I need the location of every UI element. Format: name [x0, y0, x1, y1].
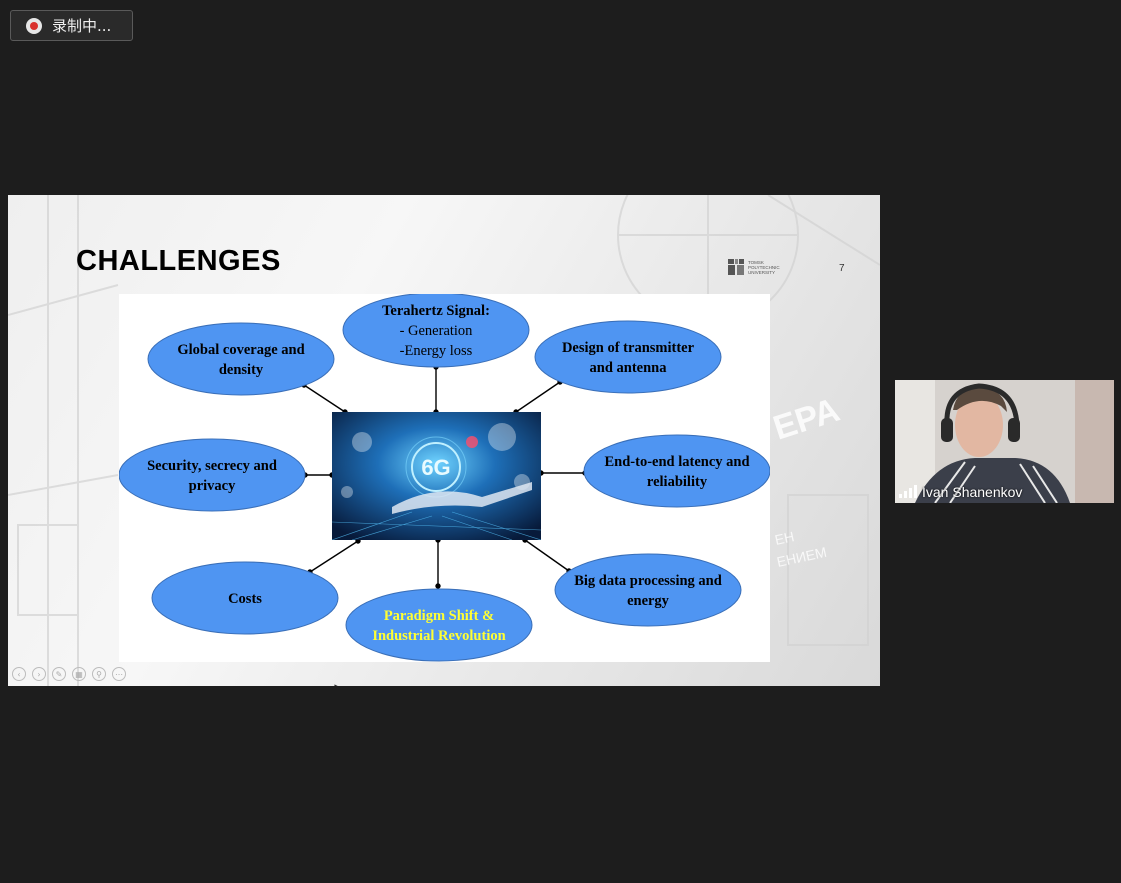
prev-slide-button[interactable]: ‹ — [12, 667, 26, 681]
pen-tool-button[interactable]: ✎ — [52, 667, 66, 681]
logo-line: UNIVERSITY — [748, 269, 776, 275]
zoom-button[interactable]: ⚲ — [92, 667, 106, 681]
6g-image: 6G — [332, 412, 541, 540]
node-design-line2: and antenna — [590, 360, 668, 376]
logo-line: TOMSK — [748, 259, 764, 265]
slides-grid-button[interactable]: ▦ — [72, 667, 86, 681]
challenges-diagram: Global coverage and density Terahertz Si… — [119, 294, 770, 662]
node-costs: Costs — [228, 591, 262, 607]
university-logo: TOMSK POLYTECHNIC UNIVERSITY — [728, 259, 780, 275]
node-global-coverage-line2: density — [219, 362, 264, 378]
6g-label: 6G — [421, 455, 450, 480]
node-paradigm-line1: Paradigm Shift & — [384, 608, 494, 624]
participant-name: Ivan Shanenkov — [922, 484, 1023, 500]
slide-page-number: 7 — [839, 263, 845, 274]
svg-text:ЕРА: ЕРА — [769, 391, 844, 448]
node-big-data-line2: energy — [627, 593, 670, 609]
node-terahertz-line2: - Generation — [400, 323, 474, 339]
svg-text:ЕНИЕМ: ЕНИЕМ — [775, 544, 828, 570]
participant-video-frame — [895, 380, 1114, 503]
shared-slide: ЕРА ЕН ЕНИЕМ CHALLENGES TOMSK POLYTECHNI… — [8, 195, 880, 686]
participant-video[interactable]: Ivan Shanenkov — [895, 380, 1114, 503]
node-latency-line2: reliability — [647, 474, 708, 490]
diagram-connectors: Global coverage and density Terahertz Si… — [119, 294, 770, 662]
node-global-coverage-line1: Global coverage and — [177, 342, 304, 358]
participant-name-tag: Ivan Shanenkov — [899, 484, 1022, 500]
more-options-button[interactable]: ⋯ — [112, 667, 126, 681]
node-design-line1: Design of transmitter — [562, 340, 695, 356]
svg-text:ЕН: ЕН — [773, 528, 795, 548]
slide-title: CHALLENGES — [76, 245, 281, 277]
signal-strength-icon — [899, 484, 917, 500]
next-slide-button[interactable]: › — [32, 667, 46, 681]
recording-indicator[interactable]: 录制中... — [10, 10, 133, 41]
node-latency-line1: End-to-end latency and — [604, 454, 749, 470]
node-terahertz-line3: -Energy loss — [400, 343, 473, 359]
node-big-data-line1: Big data processing and — [574, 573, 722, 589]
node-paradigm-line2: Industrial Revolution — [372, 628, 505, 644]
logo-line: POLYTECHNIC — [748, 264, 780, 270]
node-terahertz-line1: Terahertz Signal: — [382, 303, 490, 319]
slide-background-building: ЕРА ЕН ЕНИЕМ — [8, 195, 880, 686]
node-security-line2: privacy — [189, 478, 236, 494]
tpu-logo-icon — [728, 259, 744, 275]
record-icon — [26, 17, 42, 34]
recording-label: 录制中... — [52, 17, 112, 35]
slideshow-controls: ‹ › ✎ ▦ ⚲ ⋯ — [12, 667, 126, 681]
node-security-line1: Security, secrecy and — [147, 458, 277, 474]
